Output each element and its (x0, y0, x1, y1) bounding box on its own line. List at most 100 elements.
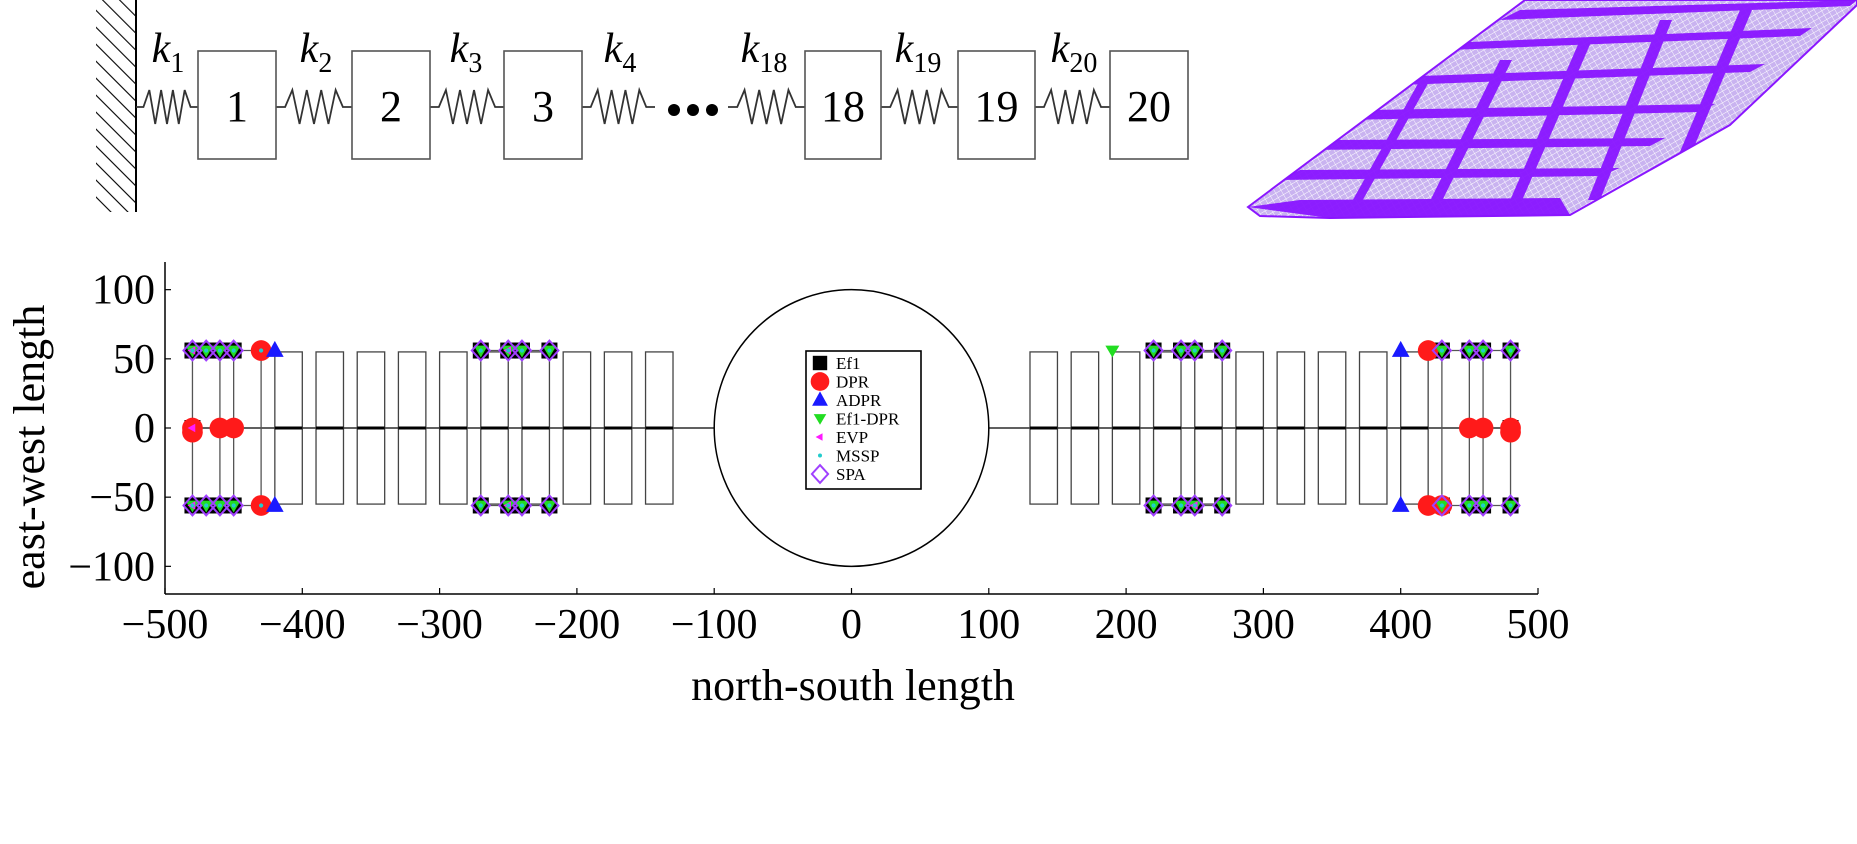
data-point (1434, 345, 1449, 358)
data-point (250, 495, 272, 516)
spring-label-4: k4 (604, 26, 637, 79)
data-point (217, 503, 223, 508)
series-ef1 (184, 342, 1519, 514)
structure-box (1152, 351, 1182, 505)
data-point (199, 345, 214, 358)
spring-7: k20 (1035, 26, 1110, 125)
legend-marker (810, 463, 830, 485)
x-tick: 500 (1507, 588, 1570, 648)
spring-1: k1 (136, 26, 198, 125)
legend-entry: EVP (815, 428, 868, 447)
data-point (250, 340, 272, 361)
data-point (542, 500, 557, 513)
x-tick-label: 100 (957, 602, 1020, 648)
data-point (1146, 500, 1161, 513)
data-point (1503, 345, 1518, 358)
mass-20: 20 (1109, 50, 1189, 160)
mass-label: 18 (821, 82, 865, 131)
data-point (211, 497, 228, 514)
structure-box (1070, 351, 1100, 505)
structure-box (397, 351, 427, 505)
data-point (1174, 500, 1189, 513)
data-point (547, 348, 552, 353)
data-point (1476, 345, 1491, 358)
data-point (1500, 339, 1521, 362)
structure-box (315, 351, 345, 505)
data-point (1215, 345, 1230, 358)
data-point (1459, 417, 1480, 439)
mass-3: 3 (503, 50, 583, 160)
spring-5: k18 (728, 26, 805, 125)
data-point (185, 500, 200, 513)
spring-label-5: k18 (741, 26, 788, 79)
data-point (506, 503, 511, 508)
data-point (1220, 503, 1225, 508)
structure-box (1194, 351, 1223, 505)
structure-box (1111, 351, 1141, 505)
x-tick-label: −200 (534, 602, 621, 648)
data-point (1151, 503, 1156, 508)
data-point (497, 339, 519, 362)
data-point (470, 339, 492, 362)
data-point (1192, 503, 1197, 508)
data-point (1458, 339, 1480, 362)
y-tick-label: 100 (92, 268, 155, 314)
data-point (1502, 420, 1519, 436)
structure-box (438, 351, 468, 505)
legend-entry: Ef1 (812, 354, 861, 373)
y-tick-label: 0 (134, 406, 155, 452)
legend-marker (818, 453, 822, 458)
data-point (1462, 500, 1477, 513)
data-point (231, 348, 236, 353)
data-point (1192, 348, 1197, 353)
data-point (1187, 500, 1202, 513)
data-point (1184, 339, 1206, 362)
data-point (209, 339, 231, 362)
data-point (478, 348, 483, 353)
data-point (519, 503, 525, 508)
mass-label: 2 (380, 82, 402, 131)
spring-3: k3 (430, 26, 504, 125)
data-point (184, 342, 201, 359)
mass-label: 20 (1127, 82, 1171, 131)
data-point (478, 503, 483, 508)
data-point (1170, 494, 1192, 517)
y-tick-label: −100 (68, 544, 155, 590)
x-tick-label: −400 (259, 602, 346, 648)
data-point (539, 339, 560, 362)
data-point (1500, 494, 1521, 517)
data-point (497, 494, 519, 517)
data-point (1433, 497, 1450, 514)
data-point (1151, 348, 1156, 353)
legend-label: SPA (836, 465, 866, 484)
data-point (511, 339, 533, 362)
data-point (541, 497, 558, 514)
data-point (1189, 501, 1198, 510)
data-point (1467, 348, 1472, 353)
data-point (1173, 497, 1190, 514)
plot-structure (191, 288, 1512, 568)
x-tick: −200 (534, 588, 621, 648)
data-point (223, 339, 245, 362)
legend-label: ADPR (836, 391, 882, 410)
data-point (204, 348, 209, 353)
data-point (1461, 497, 1478, 514)
data-point (519, 348, 525, 353)
data-point (182, 339, 203, 362)
data-point (1458, 494, 1480, 517)
data-point (225, 497, 242, 514)
data-point (470, 494, 492, 517)
legend-label: Ef1 (836, 354, 861, 373)
data-point (503, 501, 512, 510)
legend-label: DPR (836, 373, 870, 392)
structure-box (1358, 351, 1388, 505)
y-tick: −100 (68, 544, 171, 590)
structure-box (1276, 351, 1306, 505)
data-point (1467, 503, 1472, 508)
data-point (190, 348, 195, 353)
data-point (1105, 345, 1120, 358)
y-tick-label: 50 (113, 337, 155, 383)
ellipsis-dots (668, 104, 718, 116)
data-point (187, 346, 196, 355)
